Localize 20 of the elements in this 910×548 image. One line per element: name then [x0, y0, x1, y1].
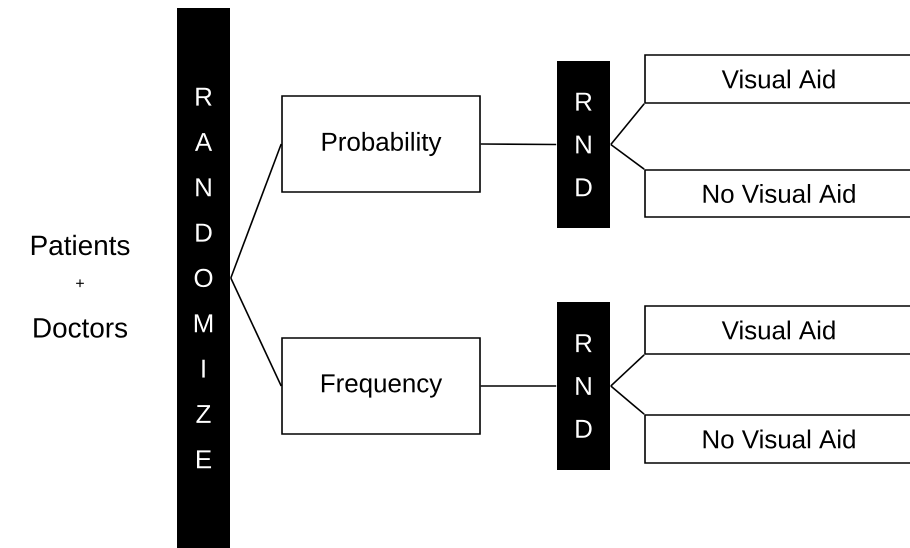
group-label: + — [76, 279, 84, 288]
arm-box: Probability — [281, 95, 481, 193]
group-label: Patients — [32, 234, 130, 256]
randomize-bar: RANDOMIZE — [177, 8, 230, 548]
outcome-box: No Visual Aid — [644, 169, 910, 218]
connector-line — [610, 103, 645, 145]
group-label: Doctors — [34, 318, 128, 338]
outcome-box: No Visual Aid — [644, 414, 910, 464]
connector-line — [480, 143, 556, 146]
connector-line — [480, 385, 556, 387]
outcome-box: Visual Aid — [644, 54, 910, 104]
rnd-bar: RND — [557, 302, 610, 470]
connector-line — [610, 385, 645, 415]
outcome-box: Visual Aid — [644, 305, 910, 355]
connector-line — [610, 354, 645, 387]
connector-line — [230, 144, 282, 278]
arm-box: Frequency — [281, 337, 481, 435]
connector-line — [230, 278, 282, 386]
rnd-bar: RND — [557, 61, 610, 228]
connector-line — [610, 144, 645, 170]
